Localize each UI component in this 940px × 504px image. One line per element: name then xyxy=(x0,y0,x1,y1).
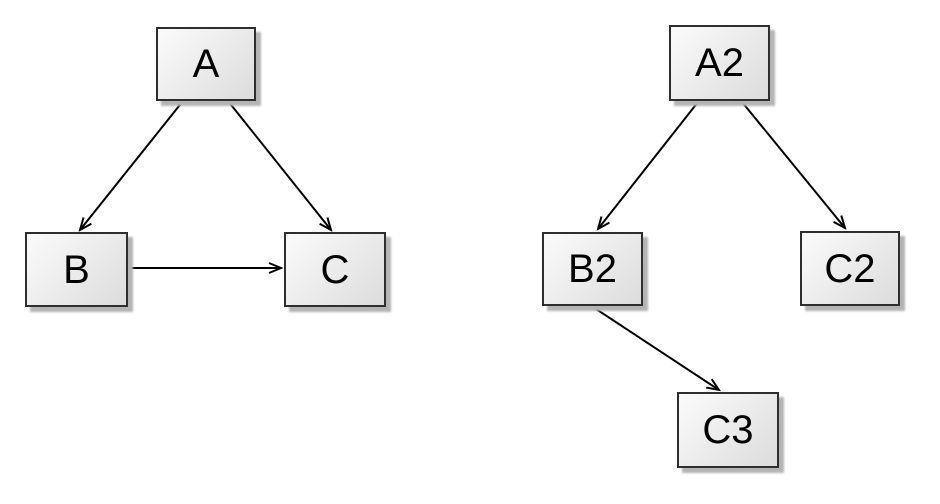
node-C: C xyxy=(284,232,386,307)
edge-A-to-C xyxy=(227,100,331,230)
node-label: C2 xyxy=(824,246,876,291)
triangle-graph-edges xyxy=(80,100,331,268)
node-B: B xyxy=(25,232,128,307)
node-label: C xyxy=(320,247,350,292)
edge-A-to-B xyxy=(80,100,184,230)
node-label: A2 xyxy=(695,41,744,85)
node-label: C3 xyxy=(702,408,754,452)
node-B2: B2 xyxy=(542,232,643,306)
edge-B2-to-C3 xyxy=(592,306,719,390)
node-A2: A2 xyxy=(669,25,770,101)
node-C2: C2 xyxy=(800,231,900,306)
node-label: B2 xyxy=(568,247,617,291)
tree-graph-edges xyxy=(592,101,845,390)
node-A: A xyxy=(156,27,256,101)
node-label: A xyxy=(192,42,220,86)
node-label: B xyxy=(63,247,90,292)
edge-A2-to-C2 xyxy=(741,101,845,228)
node-C3: C3 xyxy=(677,392,779,468)
edge-A2-to-B2 xyxy=(598,101,699,229)
